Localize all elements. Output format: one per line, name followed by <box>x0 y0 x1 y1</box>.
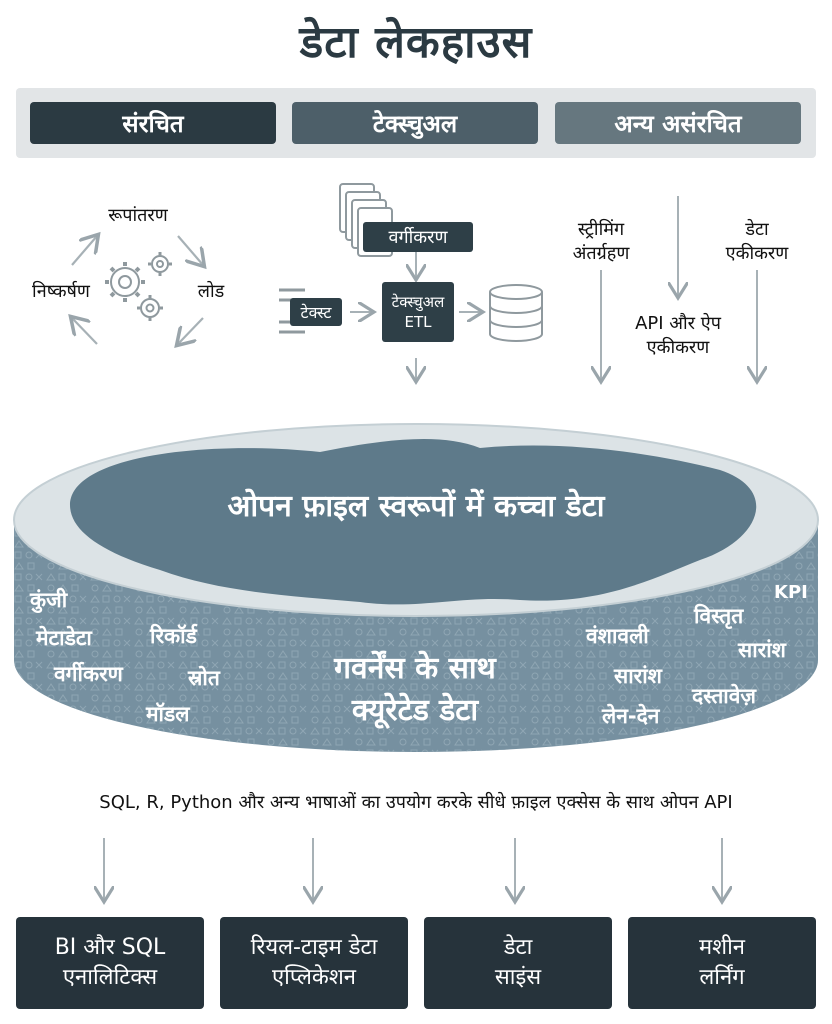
textual-etl-box: टेक्स्चुअल ETL <box>382 282 454 342</box>
open-api-description: SQL, R, Python और अन्य भाषाओं का उपयोग क… <box>99 792 733 813</box>
output-line2: साइंस <box>494 965 542 990</box>
output-realtime-apps[interactable]: रियल-टाइम डेटा एप्लिकेशन <box>220 917 408 1009</box>
database-icon <box>489 284 543 342</box>
output-line1: डेटा <box>503 935 533 960</box>
api-line2: एकीकरण <box>646 337 710 358</box>
curated-line2: क्यूरेटेड डेटा <box>351 693 479 728</box>
output-data-science[interactable]: डेटा साइंस <box>424 917 612 1009</box>
api-line1: API और ऐप <box>635 313 721 334</box>
lake-word-transaction: लेन-देन <box>602 704 660 728</box>
curated-data-label: गवर्नेंस के साथ क्यूरेटेड डेटा <box>250 648 580 732</box>
output-bi-sql-analytics[interactable]: BI और SQL एनालिटिक्स <box>16 917 204 1009</box>
streaming-line1: स्ट्रीमिंग <box>577 219 625 240</box>
data-integration-line1: डेटा <box>745 219 769 240</box>
category-other-unstructured[interactable]: अन्य असंरचित <box>555 102 801 144</box>
cycle-arrows <box>72 236 203 344</box>
classification-box: वर्गीकरण <box>363 222 473 252</box>
streaming-line2: अंतर्ग्रहण <box>572 243 630 264</box>
data-integration-line2: एकीकरण <box>725 243 789 264</box>
curated-line1: गवर्नेंस के साथ <box>334 651 496 686</box>
lake-word-detailed: विस्तृत <box>694 604 744 628</box>
lake-word-record: रिकॉर्ड <box>150 624 197 648</box>
lake-word-summary-right: सारांश <box>738 638 786 662</box>
category-structured[interactable]: संरचित <box>30 102 276 144</box>
raw-data-label: ओपन फ़ाइल स्वरूपों में कच्चा डेटा <box>227 489 605 524</box>
output-line1: BI और SQL <box>54 935 166 960</box>
textual-etl-line2: ETL <box>404 313 432 331</box>
lake-word-key: कुंजी <box>30 588 68 612</box>
lake-word-lineage: वंशावली <box>586 624 649 648</box>
output-line2: लर्निंग <box>699 965 745 990</box>
text-box: टेक्स्ट <box>290 298 342 326</box>
transform-label: रूपांतरण <box>108 205 168 226</box>
output-line1: रियल-टाइम डेटा <box>250 935 378 960</box>
lake-word-source: स्रोत <box>188 666 220 690</box>
extract-label: निष्कर्षण <box>32 281 90 302</box>
data-integration-label: डेटा एकीकरण <box>712 218 802 266</box>
output-machine-learning[interactable]: मशीन लर्निंग <box>628 917 816 1009</box>
lake-word-classification: वर्गीकरण <box>54 662 123 686</box>
lake-word-summary: सारांश <box>614 664 662 688</box>
data-lake <box>13 423 819 752</box>
lake-word-kpi: KPI <box>774 582 808 603</box>
textual-etl-line1: टेक्स्चुअल <box>391 293 445 311</box>
lake-word-document: दस्तावेज़ <box>692 684 756 708</box>
page-title: डेटा लेकहाउस <box>299 17 533 68</box>
output-line2: एप्लिकेशन <box>271 965 357 990</box>
category-textual[interactable]: टेक्स्चुअल <box>292 102 538 144</box>
streaming-ingestion-label: स्ट्रीमिंग अंतर्ग्रहण <box>552 218 650 266</box>
api-app-integration-label: API और ऐप एकीकरण <box>622 312 734 360</box>
load-label: लोड <box>197 281 225 302</box>
output-line2: एनालिटिक्स <box>62 965 158 990</box>
lake-word-metadata: मेटाडेटा <box>36 626 92 650</box>
output-line1: मशीन <box>698 935 746 960</box>
gears-icon <box>105 252 172 321</box>
lake-word-model: मॉडल <box>146 702 190 726</box>
